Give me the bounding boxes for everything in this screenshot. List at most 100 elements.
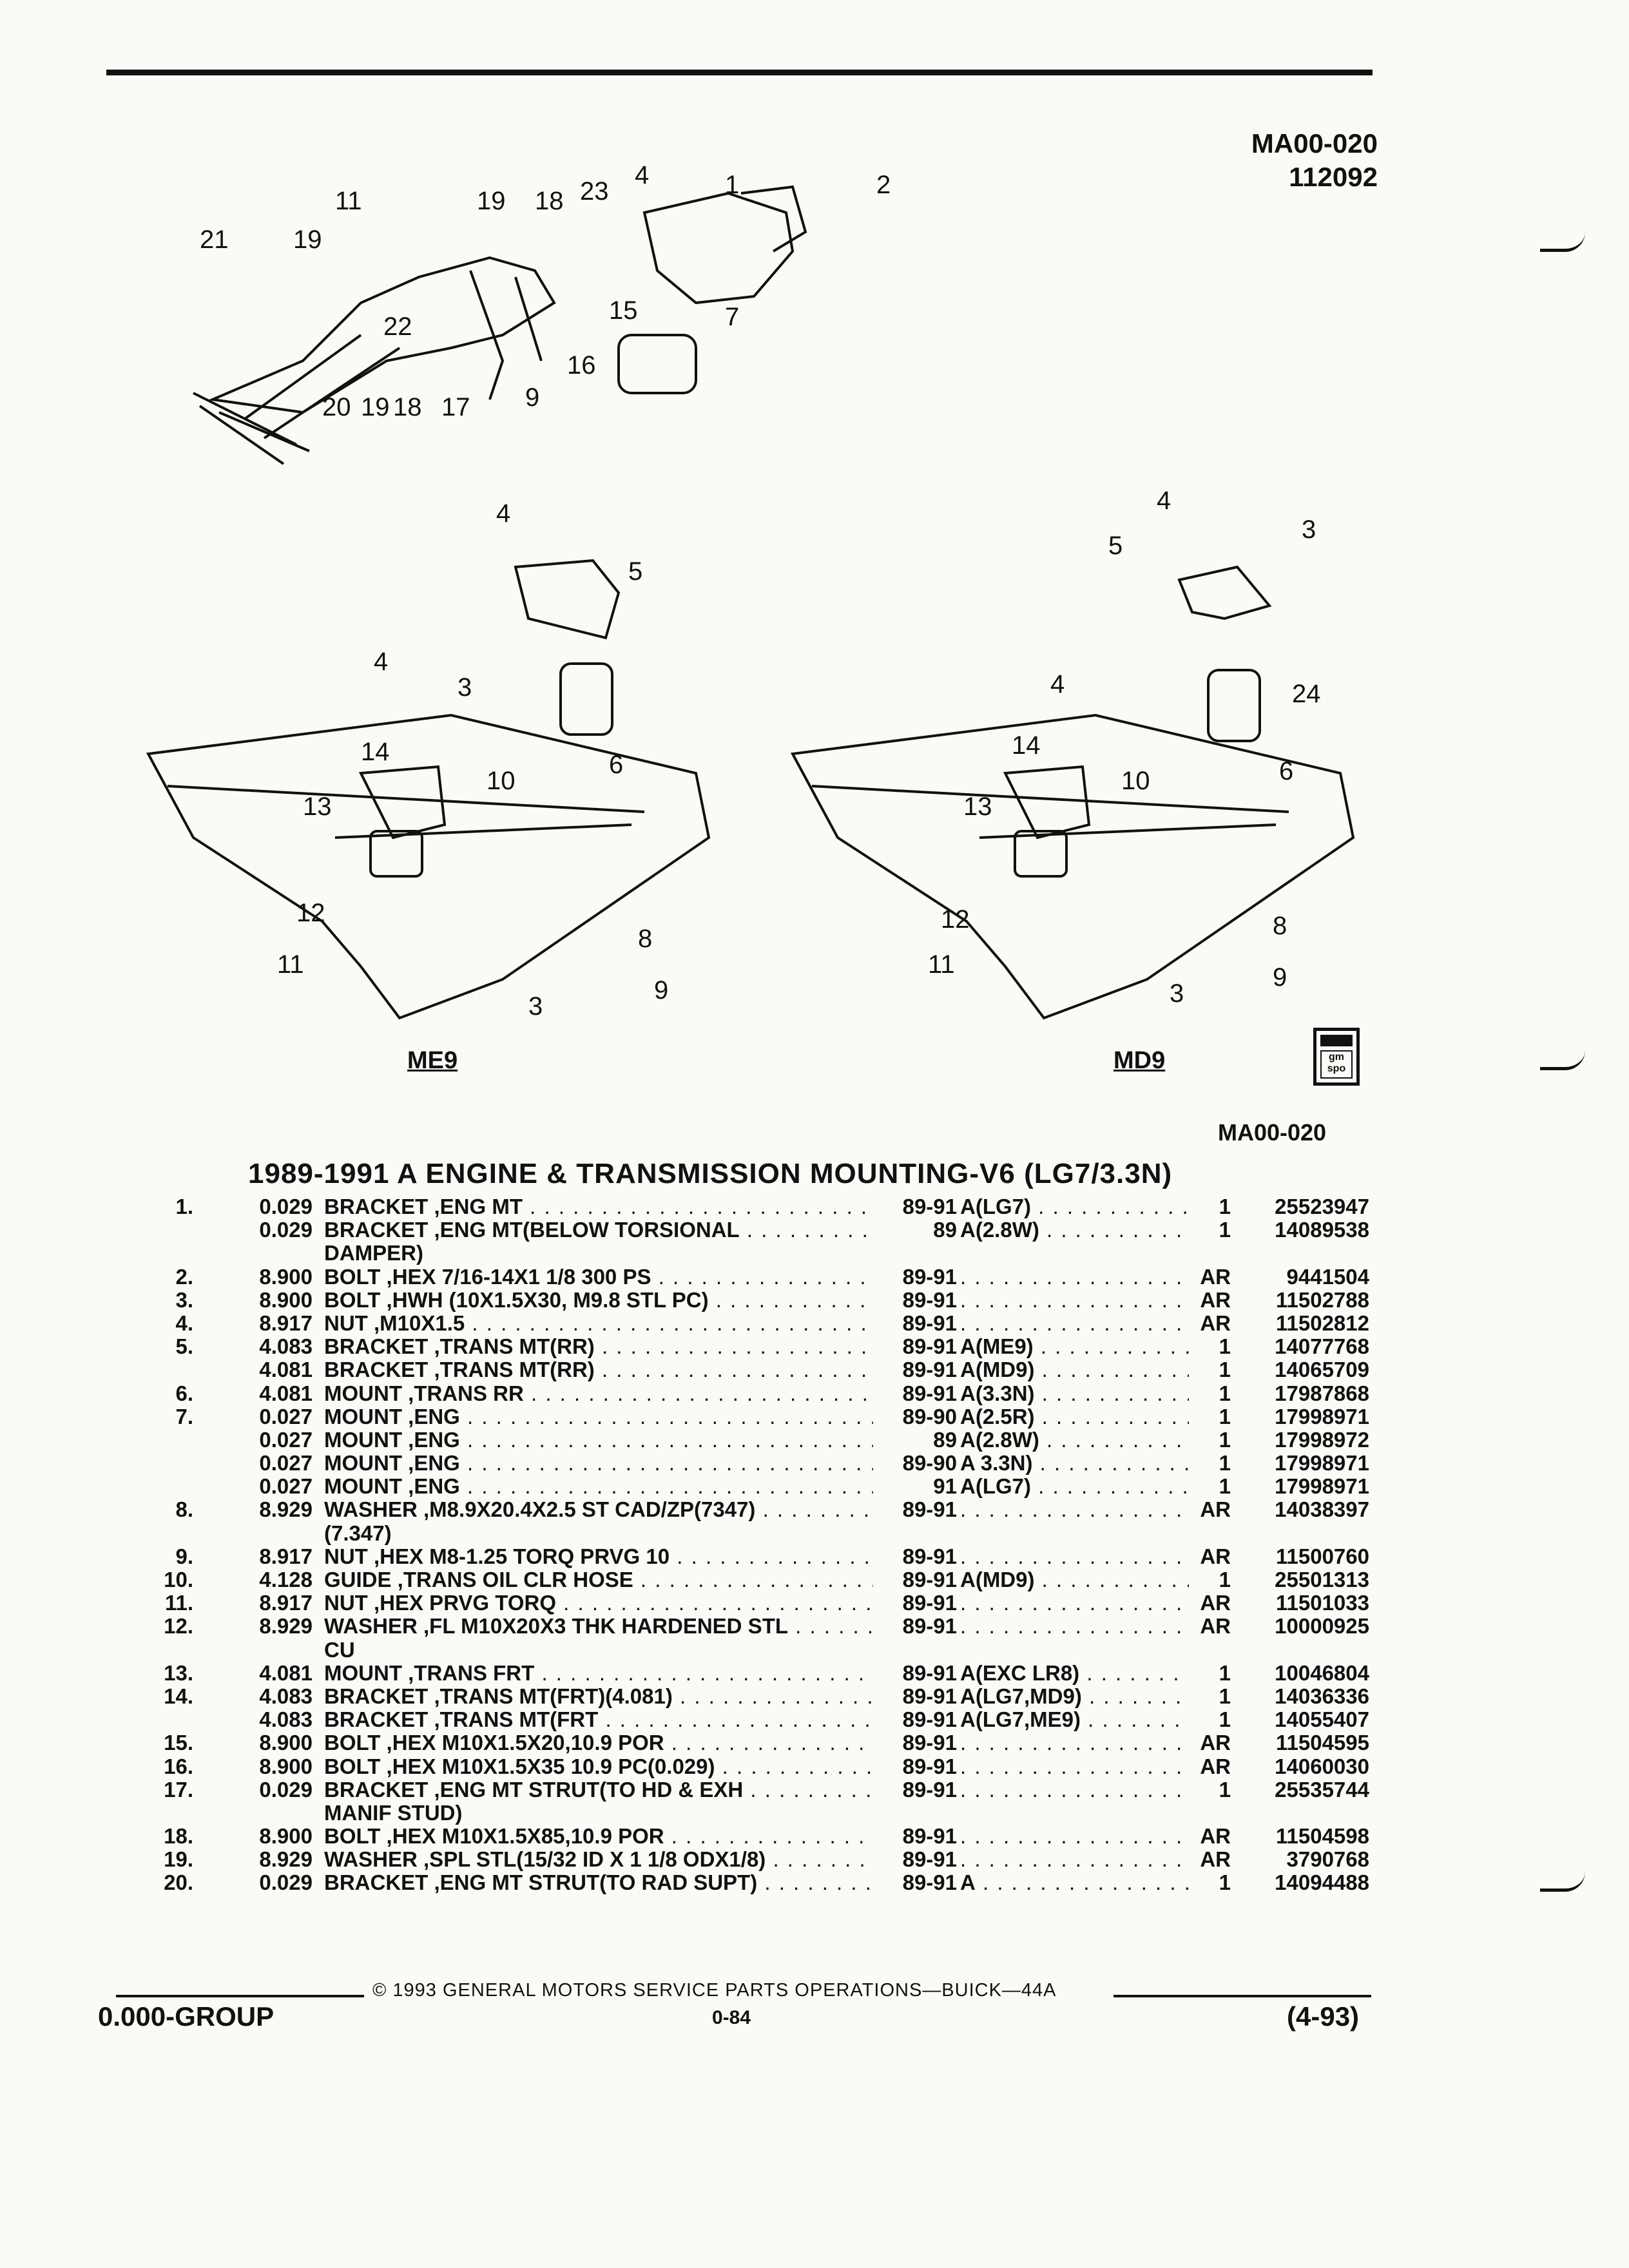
part-description: MANIF STUD)	[324, 1801, 463, 1825]
parts-row: DAMPER)	[151, 1242, 1376, 1265]
svg-text:19: 19	[361, 393, 390, 421]
group-number: 4.083	[259, 1334, 313, 1359]
part-description: BRACKET ,ENG MT STRUT(TO RAD SUPT)	[324, 1871, 949, 1894]
part-description: MOUNT ,TRANS RR	[324, 1382, 949, 1405]
part-description: BOLT ,HEX M10X1.5X85,10.9 POR	[324, 1825, 949, 1848]
svg-text:13: 13	[963, 793, 992, 821]
revision-code: 112092	[1289, 162, 1378, 192]
application	[960, 1755, 1199, 1778]
part-description: WASHER ,FL M10X20X3 THK HARDENED STL	[324, 1615, 949, 1638]
parts-row: 8. 8.929 WASHER ,M8.9X20.4X2.5 ST CAD/ZP…	[151, 1497, 1376, 1522]
model-years: 89-91	[873, 1311, 957, 1335]
parts-row: 15. 8.900 BOLT ,HEX M10X1.5X20,10.9 POR …	[151, 1731, 1376, 1755]
svg-text:18: 18	[535, 187, 564, 215]
group-label: 0.000-GROUP	[98, 2001, 275, 2032]
group-number: 4.083	[259, 1707, 313, 1732]
caption-me9: ME9	[407, 1047, 458, 1074]
footer-rule-right	[1113, 1995, 1371, 1997]
part-number: 11501033	[1275, 1591, 1369, 1615]
part-description: NUT ,HEX M8-1.25 TORQ PRVG 10	[324, 1545, 949, 1568]
svg-text:3: 3	[528, 992, 543, 1021]
svg-text:1: 1	[725, 171, 739, 199]
trans-mount-md9-drawing	[1207, 669, 1261, 742]
svg-text:9: 9	[654, 976, 668, 1004]
part-number: 9441504	[1286, 1264, 1369, 1289]
group-number: 0.027	[259, 1404, 313, 1428]
part-number: 14038397	[1275, 1497, 1369, 1522]
quantity: AR	[1189, 1288, 1231, 1312]
parts-row: 4.083 BRACKET ,TRANS MT(FRT 89-91 A(LG7,…	[151, 1707, 1376, 1732]
part-description: GUIDE ,TRANS OIL CLR HOSE	[324, 1568, 949, 1591]
svg-text:6: 6	[609, 751, 623, 779]
model-years: 89-91	[873, 1544, 957, 1568]
application: A 3.3N)	[960, 1452, 1199, 1475]
parts-row: 5. 4.083 BRACKET ,TRANS MT(RR) 89-91 A(M…	[151, 1334, 1376, 1359]
application	[960, 1615, 1199, 1638]
application	[960, 1312, 1199, 1335]
part-description: BOLT ,HEX 7/16-14X1 1/8 300 PS	[324, 1265, 949, 1289]
trans-bracket-me9-drawing	[514, 559, 621, 640]
engine-bracket-drawing	[642, 191, 795, 305]
ref-number: 1.	[175, 1195, 193, 1218]
part-number: 17998971	[1275, 1474, 1369, 1499]
gm-spo-logo-text: gm spo	[1320, 1050, 1353, 1079]
parts-row: 20. 0.029 BRACKET ,ENG MT STRUT(TO RAD S…	[151, 1871, 1376, 1895]
ref-number: 13.	[164, 1660, 193, 1685]
quantity: AR	[1189, 1498, 1231, 1522]
svg-text:13: 13	[303, 793, 332, 821]
part-number: 25535744	[1275, 1777, 1369, 1802]
part-number: 14089538	[1275, 1218, 1369, 1242]
ref-number: 9.	[175, 1544, 193, 1568]
part-number: 14055407	[1275, 1707, 1369, 1732]
application	[960, 1778, 1199, 1802]
svg-text:8: 8	[638, 925, 652, 953]
part-description: MOUNT ,TRANS FRT	[324, 1662, 949, 1685]
application: A(LG7)	[960, 1195, 1199, 1218]
parts-row: 17. 0.029 BRACKET ,ENG MT STRUT(TO HD & …	[151, 1778, 1376, 1802]
quantity: AR	[1189, 1731, 1231, 1755]
model-years: 89	[873, 1218, 957, 1242]
parts-list: 1. 0.029 BRACKET ,ENG MT 89-91 A(LG7) 1 …	[151, 1195, 1376, 1895]
parts-row: 9. 8.917 NUT ,HEX M8-1.25 TORQ PRVG 10 8…	[151, 1544, 1376, 1568]
ref-number: 15.	[164, 1731, 193, 1755]
group-number: 8.900	[259, 1731, 313, 1755]
model-years: 89-91	[873, 1568, 957, 1591]
svg-text:11: 11	[277, 950, 304, 979]
quantity: 1	[1189, 1661, 1231, 1685]
ref-number: 8.	[175, 1497, 193, 1522]
application: A(LG7)	[960, 1475, 1199, 1498]
application: A(2.8W)	[960, 1428, 1199, 1452]
parts-row: 3. 8.900 BOLT ,HWH (10X1.5X30, M9.8 STL …	[151, 1288, 1376, 1312]
part-number: 11504598	[1275, 1824, 1369, 1849]
ref-number: 10.	[164, 1568, 193, 1591]
quantity: 1	[1189, 1428, 1231, 1452]
svg-text:2: 2	[876, 171, 891, 199]
part-number: 14065709	[1275, 1358, 1369, 1382]
group-number: 0.029	[259, 1218, 313, 1242]
parts-row: 0.027 MOUNT ,ENG 89 A(2.8W) 1 17998972	[151, 1428, 1376, 1452]
ref-number: 16.	[164, 1754, 193, 1778]
parts-row: 6. 4.081 MOUNT ,TRANS RR 89-91 A(3.3N) 1…	[151, 1381, 1376, 1405]
revision-date: (4-93)	[1287, 2001, 1360, 2032]
svg-text:18: 18	[393, 393, 422, 421]
part-description: WASHER ,M8.9X20.4X2.5 ST CAD/ZP(7347)	[324, 1498, 949, 1521]
model-years: 89-90	[873, 1452, 957, 1475]
part-description: NUT ,HEX PRVG TORQ	[324, 1591, 949, 1615]
svg-text:3: 3	[458, 673, 472, 702]
part-number: 10046804	[1275, 1660, 1369, 1685]
quantity: 1	[1189, 1381, 1231, 1405]
top-rule	[106, 70, 1373, 75]
application	[960, 1825, 1199, 1848]
parts-row: 16. 8.900 BOLT ,HEX M10X1.5X35 10.9 PC(0…	[151, 1754, 1376, 1778]
part-description: BOLT ,HEX M10X1.5X35 10.9 PC(0.029)	[324, 1755, 949, 1778]
part-number: 11502812	[1275, 1311, 1369, 1335]
svg-text:3: 3	[1170, 979, 1184, 1008]
parts-row: 14. 4.083 BRACKET ,TRANS MT(FRT)(4.081) …	[151, 1684, 1376, 1708]
part-description: DAMPER)	[324, 1242, 423, 1265]
model-years: 89-91	[873, 1615, 957, 1639]
caption-md9: MD9	[1113, 1047, 1166, 1074]
application: A(2.5R)	[960, 1405, 1199, 1428]
application: A(2.8W)	[960, 1218, 1199, 1242]
part-number: 25501313	[1275, 1568, 1369, 1591]
group-number: 8.900	[259, 1264, 313, 1289]
